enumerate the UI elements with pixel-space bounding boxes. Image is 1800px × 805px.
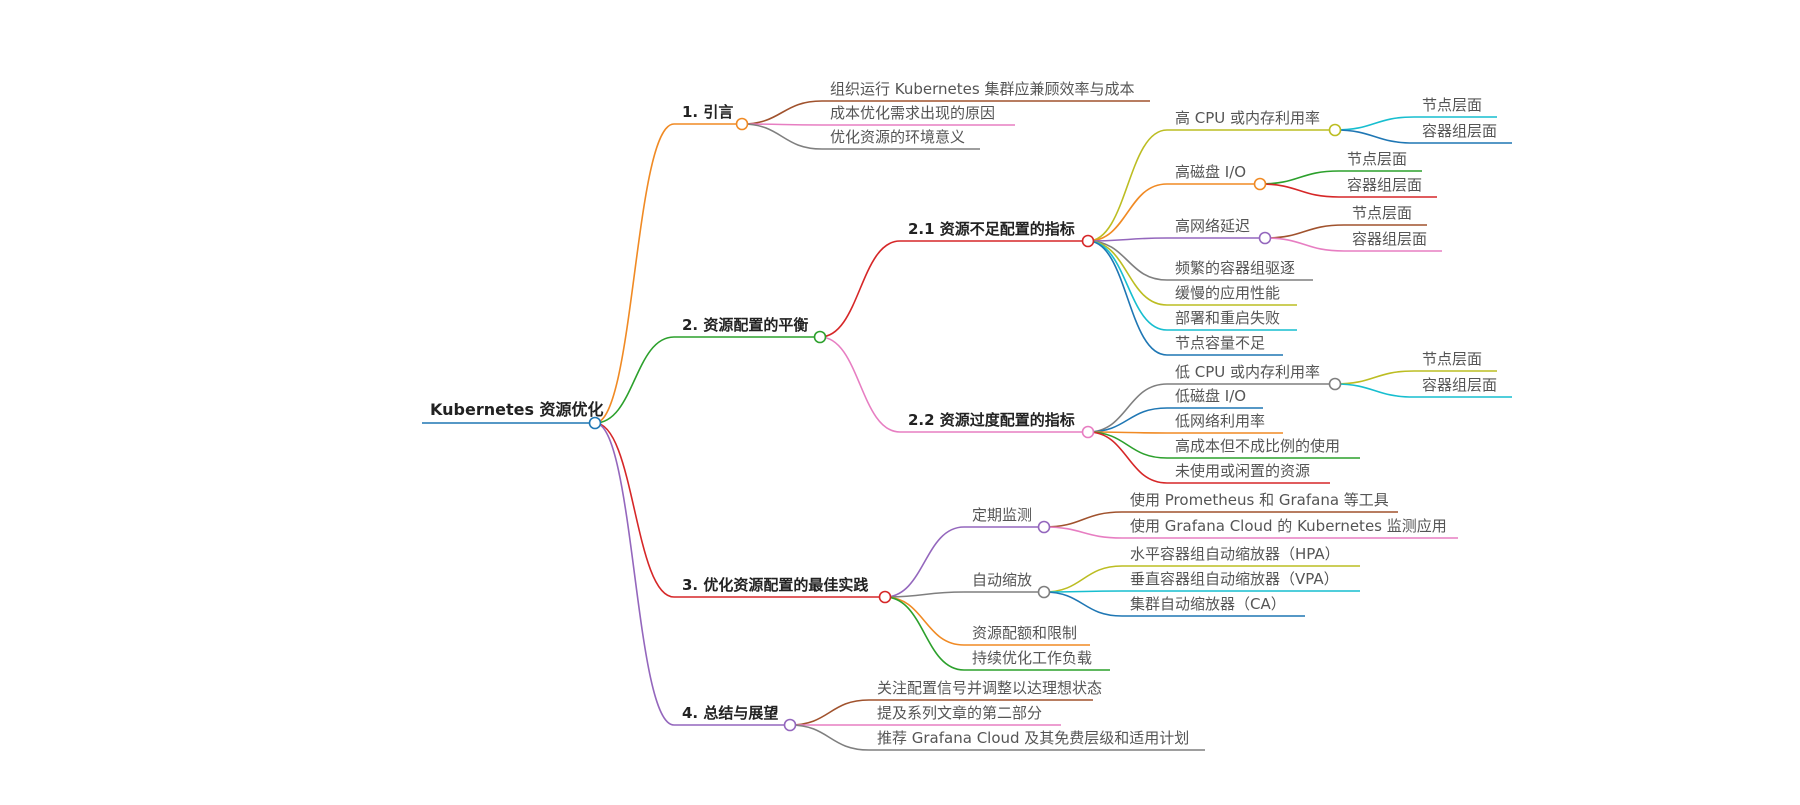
edge-root-children-2-children-2 — [884, 596, 965, 646]
node-root-children-1-children-1-children-2[interactable]: 低网络利用率 — [1175, 412, 1266, 430]
node-root-children-1-children-1-toggle[interactable] — [1081, 425, 1095, 439]
edge-root-children-1-children-0 — [819, 240, 901, 338]
edge-root-children-1-children-0-children-2-children-1 — [1264, 237, 1345, 252]
node-root-children-2-children-0-toggle[interactable] — [1037, 520, 1051, 534]
edge-root-children-1-children-0-children-0-children-0 — [1334, 116, 1415, 131]
node-root-children-1-children-0-children-5[interactable]: 部署和重启失败 — [1175, 309, 1281, 327]
edge-root-children-1-children-0-children-2-children-0 — [1264, 224, 1345, 239]
node-root-children-1-children-1-children-0-toggle[interactable] — [1328, 377, 1342, 391]
edge-root-children-1-children-0-children-1 — [1087, 183, 1168, 242]
node-root-children-1-children-0-children-6[interactable]: 节点容量不足 — [1175, 334, 1266, 352]
node-root-children-1-children-1-children-0-children-0[interactable]: 节点层面 — [1422, 350, 1483, 368]
edge-root-children-1-children-0-children-4 — [1087, 240, 1168, 306]
root-node-toggle[interactable] — [588, 416, 602, 430]
node-root-children-1-children-0-children-2-children-0[interactable]: 节点层面 — [1352, 204, 1413, 222]
node-root-children-1-children-1-children-4[interactable]: 未使用或闲置的资源 — [1175, 462, 1311, 480]
node-root-children-1-children-0-children-2[interactable]: 高网络延迟 — [1175, 217, 1251, 235]
node-root-children-1-children-0-children-0[interactable]: 高 CPU 或内存利用率 — [1175, 109, 1321, 127]
edge-root-children-0 — [594, 123, 675, 424]
node-root-children-0-children-2[interactable]: 优化资源的环境意义 — [830, 128, 966, 146]
edge-root-children-1-children-1-children-0-children-0 — [1334, 370, 1415, 385]
node-root-children-2-children-2[interactable]: 资源配额和限制 — [972, 624, 1078, 642]
node-root-children-2-children-1[interactable]: 自动缩放 — [972, 571, 1033, 589]
node-root-children-0-children-1[interactable]: 成本优化需求出现的原因 — [830, 104, 996, 122]
edge-root-children-1-children-0-children-2 — [1087, 237, 1168, 242]
edge-root-children-2-children-1-children-2 — [1043, 591, 1123, 617]
edge-root-children-1-children-0-children-0 — [1087, 129, 1168, 242]
node-root-children-2[interactable]: 3. 优化资源配置的最佳实践 — [682, 576, 869, 594]
edge-root-children-2-children-1-children-0 — [1043, 565, 1123, 593]
node-root-children-3-children-0[interactable]: 关注配置信号并调整以达理想状态 — [877, 679, 1103, 697]
edge-root-children-2-children-3 — [884, 596, 965, 671]
node-root-children-1-children-0-children-2-toggle[interactable] — [1258, 231, 1272, 245]
edge-root-children-3-children-0 — [789, 699, 870, 726]
node-root-children-3-toggle[interactable] — [783, 718, 797, 732]
node-root-children-1-children-0[interactable]: 2.1 资源不足配置的指标 — [908, 220, 1075, 238]
edge-root-children-3 — [594, 422, 675, 726]
node-root-children-0-toggle[interactable] — [735, 117, 749, 131]
node-root-children-1-children-1[interactable]: 2.2 资源过度配置的指标 — [908, 411, 1075, 429]
node-root-children-1-children-1-children-0[interactable]: 低 CPU 或内存利用率 — [1175, 363, 1321, 381]
edge-root-children-1-children-1 — [819, 336, 901, 433]
node-root-children-1[interactable]: 2. 资源配置的平衡 — [682, 316, 809, 334]
edge-root-children-0-children-0 — [741, 100, 823, 125]
node-root-children-3-children-2[interactable]: 推荐 Grafana Cloud 及其免费层级和适用计划 — [877, 729, 1190, 747]
edge-root-children-1-children-0-children-1-children-0 — [1259, 170, 1340, 185]
node-root-children-2-children-0-children-0[interactable]: 使用 Prometheus 和 Grafana 等工具 — [1130, 491, 1389, 509]
node-root-children-1-children-0-toggle[interactable] — [1081, 234, 1095, 248]
edge-root-children-2-children-1 — [884, 591, 965, 598]
node-root-children-2-children-1-children-1[interactable]: 垂直容器组自动缩放器（VPA） — [1130, 570, 1339, 588]
node-root-children-0[interactable]: 1. 引言 — [682, 103, 734, 121]
node-root-children-1-children-0-children-4[interactable]: 缓慢的应用性能 — [1175, 284, 1281, 302]
node-root-children-1-children-0-children-1-toggle[interactable] — [1253, 177, 1267, 191]
edge-root-children-1-children-1-children-0-children-1 — [1334, 383, 1415, 398]
node-root-children-1-children-0-children-0-toggle[interactable] — [1328, 123, 1342, 137]
edge-root-children-1-children-1-children-4 — [1087, 431, 1168, 484]
edge-root-children-1 — [594, 336, 675, 424]
edge-root-children-2-children-0 — [884, 526, 965, 598]
node-root-children-2-children-0-children-1[interactable]: 使用 Grafana Cloud 的 Kubernetes 监测应用 — [1130, 517, 1447, 535]
node-root-children-2-toggle[interactable] — [878, 590, 892, 604]
edge-root-children-2-children-0-children-1 — [1043, 526, 1123, 539]
node-root-children-1-children-1-children-1[interactable]: 低磁盘 I/O — [1175, 387, 1247, 405]
edge-root-children-1-children-1-children-1 — [1087, 407, 1168, 433]
node-root-children-2-children-0[interactable]: 定期监测 — [972, 506, 1033, 524]
node-root-children-1-children-0-children-1-children-1[interactable]: 容器组层面 — [1347, 176, 1423, 194]
edge-root-children-3-children-2 — [789, 724, 870, 751]
node-root-children-3[interactable]: 4. 总结与展望 — [682, 704, 779, 722]
node-root-children-1-children-0-children-0-children-0[interactable]: 节点层面 — [1422, 96, 1483, 114]
node-root-children-1-children-0-children-1-children-0[interactable]: 节点层面 — [1347, 150, 1408, 168]
edge-root-children-0-children-2 — [741, 123, 823, 150]
edge-root-children-2 — [594, 422, 675, 598]
edge-root-children-1-children-0-children-6 — [1087, 240, 1168, 356]
node-root-children-1-children-0-children-2-children-1[interactable]: 容器组层面 — [1352, 230, 1428, 248]
node-root-children-1-children-1-children-0-children-1[interactable]: 容器组层面 — [1422, 376, 1498, 394]
edge-root-children-1-children-1-children-3 — [1087, 431, 1168, 459]
node-root-children-1-children-1-children-3[interactable]: 高成本但不成比例的使用 — [1175, 437, 1341, 455]
edge-root-children-1-children-0-children-5 — [1087, 240, 1168, 331]
node-root-children-2-children-1-toggle[interactable] — [1037, 585, 1051, 599]
node-root-children-0-children-0[interactable]: 组织运行 Kubernetes 集群应兼顾效率与成本 — [830, 80, 1135, 98]
node-root-children-3-children-1[interactable]: 提及系列文章的第二部分 — [877, 704, 1043, 722]
node-root-children-1-children-0-children-1[interactable]: 高磁盘 I/O — [1175, 163, 1247, 181]
node-root-children-1-children-0-children-0-children-1[interactable]: 容器组层面 — [1422, 122, 1498, 140]
edge-root-children-1-children-0-children-0-children-1 — [1334, 129, 1415, 144]
edge-root-children-1-children-1-children-0 — [1087, 383, 1168, 433]
edge-root-children-1-children-0-children-1-children-1 — [1259, 183, 1340, 198]
edge-root-children-2-children-0-children-0 — [1043, 511, 1123, 528]
root-node[interactable]: Kubernetes 资源优化 — [430, 400, 604, 419]
node-root-children-1-children-0-children-3[interactable]: 频繁的容器组驱逐 — [1175, 259, 1296, 277]
node-root-children-2-children-3[interactable]: 持续优化工作负载 — [972, 649, 1093, 667]
node-root-children-1-toggle[interactable] — [813, 330, 827, 344]
node-root-children-2-children-1-children-0[interactable]: 水平容器组自动缩放器（HPA） — [1130, 545, 1340, 563]
node-root-children-2-children-1-children-2[interactable]: 集群自动缩放器（CA） — [1130, 595, 1286, 613]
